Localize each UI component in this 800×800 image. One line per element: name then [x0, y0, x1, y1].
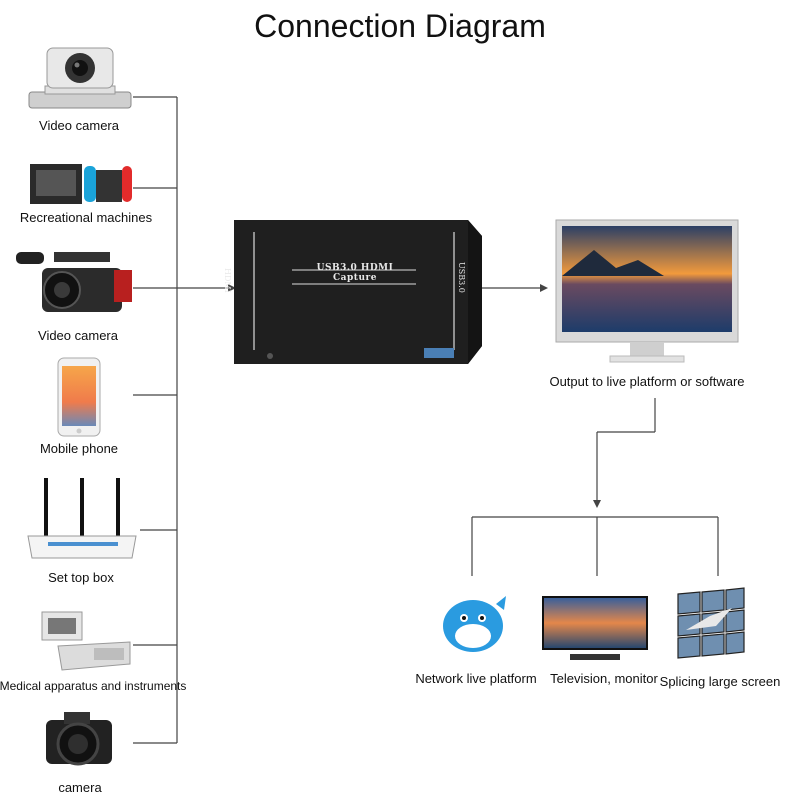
mobile-phone-icon: [57, 357, 101, 437]
diagram-title: Connection Diagram: [254, 8, 546, 44]
hdmi-port-label: HDMI: [223, 268, 232, 293]
destination-label: Splicing large screen: [659, 674, 781, 689]
capture-device-name: USB3.0 HDMI Capture: [316, 263, 394, 283]
output-label: Output to live platform or software: [549, 374, 745, 389]
camcorder-icon: [16, 252, 132, 312]
capture-device: [234, 220, 482, 364]
dolphin-icon: [443, 596, 506, 652]
source-label: Video camera: [38, 328, 118, 343]
source-label: Video camera: [39, 118, 119, 133]
monitor-icon: [555, 219, 739, 363]
source-label: Recreational machines: [19, 210, 153, 225]
ptz-camera-icon: [28, 47, 132, 109]
source-label: Mobile phone: [39, 441, 119, 456]
router-icon: [27, 478, 137, 559]
television-icon: [542, 596, 648, 660]
destination-label: Network live platform: [415, 671, 537, 686]
game-console-icon: [30, 164, 132, 204]
usb-port-label: USB3.0: [457, 262, 466, 293]
destination-label: Television, monitor: [550, 671, 658, 686]
arrowhead-icon: [593, 500, 601, 508]
arrowhead-icon: [540, 284, 548, 292]
medical-device-icon: [41, 611, 131, 671]
source-label: Set top box: [48, 570, 114, 585]
source-label: Medical apparatus and instruments: [0, 679, 187, 693]
arrowhead-icon: [228, 284, 236, 292]
source-label: camera: [58, 780, 102, 795]
video-wall-icon: [677, 587, 745, 659]
dslr-camera-icon: [46, 712, 112, 766]
